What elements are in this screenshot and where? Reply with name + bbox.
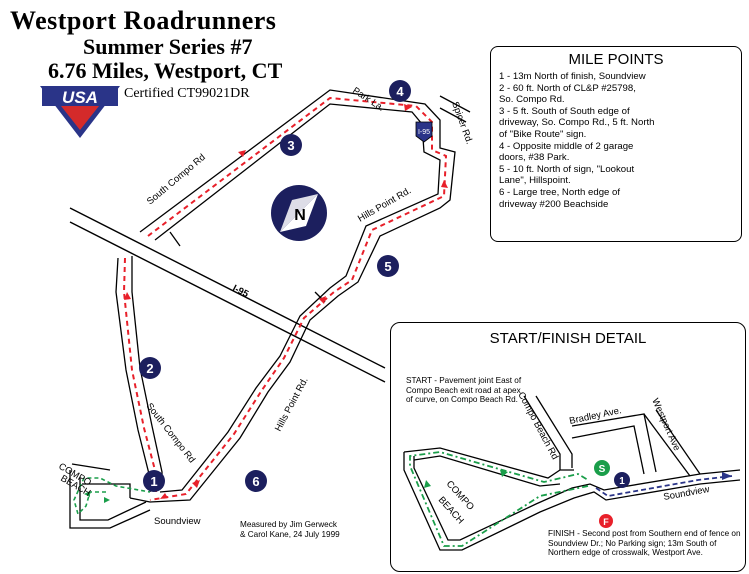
mile-point-line: 6 - Large tree, North edge of <box>499 186 621 198</box>
mile-points-panel: MILE POINTS 1 - 13m North of finish, Sou… <box>490 46 742 242</box>
mile-marker-1: 1 <box>143 470 165 492</box>
mile-point-line: 3 - 5 ft. South of South edge of <box>499 105 630 117</box>
measured-by-line2: & Carol Kane, 24 July 1999 <box>240 530 340 539</box>
mile-point-line: 1 - 13m North of finish, Soundview <box>499 71 646 82</box>
svg-text:6: 6 <box>252 474 259 489</box>
road-label-hills-point-top: Hills Point Rd. <box>356 185 413 224</box>
detail-route-finish <box>595 475 733 497</box>
race-subtitle: Summer Series #7 <box>83 34 253 59</box>
mile-point-line: driveway #200 Beachside <box>499 198 609 210</box>
road-label-hills-point-bottom: Hills Point Rd. <box>273 376 311 434</box>
mile-marker-3: 3 <box>280 134 302 156</box>
i95-highway <box>69 207 386 383</box>
compass-icon: N <box>271 185 327 241</box>
mile-point-line: So. Compo Rd. <box>499 94 565 106</box>
mile-marker-4: 4 <box>389 80 411 102</box>
road-label-south-compo-top: South Compo Rd <box>145 152 208 207</box>
start-note: START - Pavement joint East of Compo Bea… <box>406 376 522 405</box>
measured-by-line1: Measured by Jim Gerweck <box>240 520 337 529</box>
svg-text:1: 1 <box>150 474 157 489</box>
mile-point-line: doors, #38 Park. <box>499 152 570 164</box>
finish-note: FINISH - Second post from Southern end o… <box>548 529 741 558</box>
svg-text:5: 5 <box>384 259 391 274</box>
beach-route <box>73 477 151 516</box>
mile-marker-6: 6 <box>245 470 267 492</box>
mile-point-line: 4 - Opposite middle of 2 garage <box>499 140 634 152</box>
mile-point-line: of "Bike Route" sign. <box>499 128 587 140</box>
start-finish-detail-panel <box>390 322 746 572</box>
mile-marker-2: 2 <box>139 357 161 379</box>
mile-marker-5: 5 <box>377 255 399 277</box>
course-roads <box>69 89 471 529</box>
mile-points-title: MILE POINTS <box>568 51 664 68</box>
usa-logo-text: USA <box>62 88 98 107</box>
svg-text:4: 4 <box>396 84 404 99</box>
svg-text:F: F <box>603 517 609 527</box>
usa-track-field-logo: USA <box>40 86 120 138</box>
mile-points-list: 1 - 13m North of finish, Soundview 2 - 6… <box>499 71 737 210</box>
svg-text:S: S <box>599 464 606 475</box>
mile-point-line: driveway, So. Compo Rd., 5 ft. North <box>499 117 655 129</box>
certification-label: Certified CT99021DR <box>124 86 250 101</box>
mile-point-line: Lane", Hillspoint. <box>499 175 571 187</box>
detail-mile-marker-1: 1 <box>614 472 630 488</box>
mile-point-line: 2 - 60 ft. North of CL&P #25798, <box>499 82 636 94</box>
svg-text:3: 3 <box>287 138 294 153</box>
mile-point-line: 5 - 10 ft. North of sign, "Lookout <box>499 163 635 175</box>
finish-marker: F <box>599 514 613 528</box>
start-marker: S <box>594 460 610 476</box>
road-label-spicer: Spicer Rd. <box>449 100 475 145</box>
compass-letter: N <box>294 207 306 224</box>
road-label-soundview: Soundview <box>154 516 201 527</box>
i95-shield-icon: I-95 <box>415 121 433 143</box>
route-line <box>122 96 448 501</box>
i95-shield-label: I-95 <box>418 129 430 136</box>
svg-text:1: 1 <box>619 476 625 487</box>
race-distance: 6.76 Miles, Westport, CT <box>48 58 283 83</box>
measured-by-note: Measured by Jim Gerweck & Carol Kane, 24… <box>240 520 360 540</box>
detail-arrows <box>424 470 732 488</box>
race-title: Westport Roadrunners <box>10 6 277 35</box>
detail-title: START/FINISH DETAIL <box>489 330 647 347</box>
beach-arrows <box>84 491 110 503</box>
svg-text:2: 2 <box>146 361 153 376</box>
detail-roads <box>403 395 741 551</box>
mile-markers: 1 2 3 4 5 6 <box>139 80 411 492</box>
